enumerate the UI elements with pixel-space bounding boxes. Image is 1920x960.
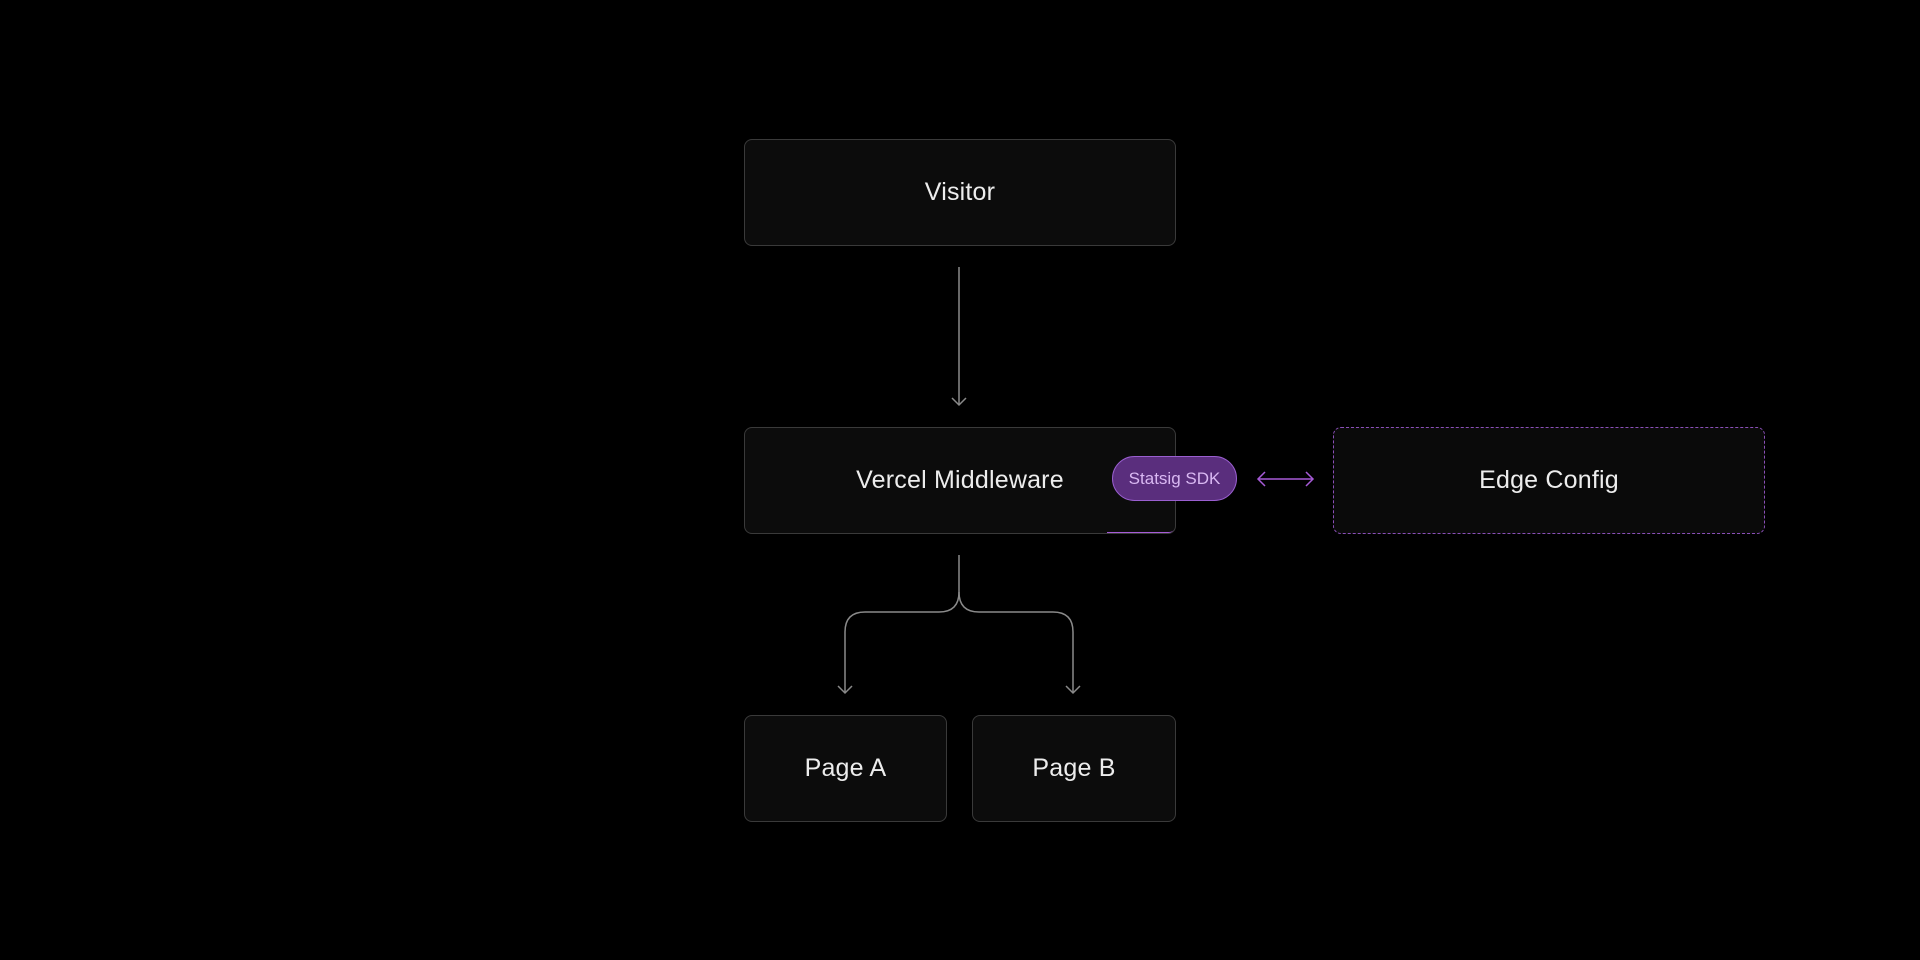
statsig-sdk-badge: Statsig SDK: [1112, 456, 1237, 501]
vercel-middleware-node: Vercel Middleware: [744, 427, 1176, 534]
visitor-to-middleware-arrow: [951, 267, 967, 407]
page-a-node: Page A: [744, 715, 947, 822]
page-b-node: Page B: [972, 715, 1176, 822]
page-a-label: Page A: [804, 754, 887, 782]
middleware-label: Vercel Middleware: [856, 466, 1064, 494]
page-b-label: Page B: [1032, 754, 1116, 782]
edge-config-node: Edge Config: [1333, 427, 1765, 534]
visitor-label: Visitor: [924, 178, 996, 206]
visitor-node: Visitor: [744, 139, 1176, 246]
middleware-branch-arrows: [837, 555, 1081, 695]
edge-config-label: Edge Config: [1479, 466, 1619, 494]
statsig-sdk-label: Statsig SDK: [1128, 468, 1221, 488]
sdk-to-edge-config-arrow: [1256, 471, 1315, 487]
